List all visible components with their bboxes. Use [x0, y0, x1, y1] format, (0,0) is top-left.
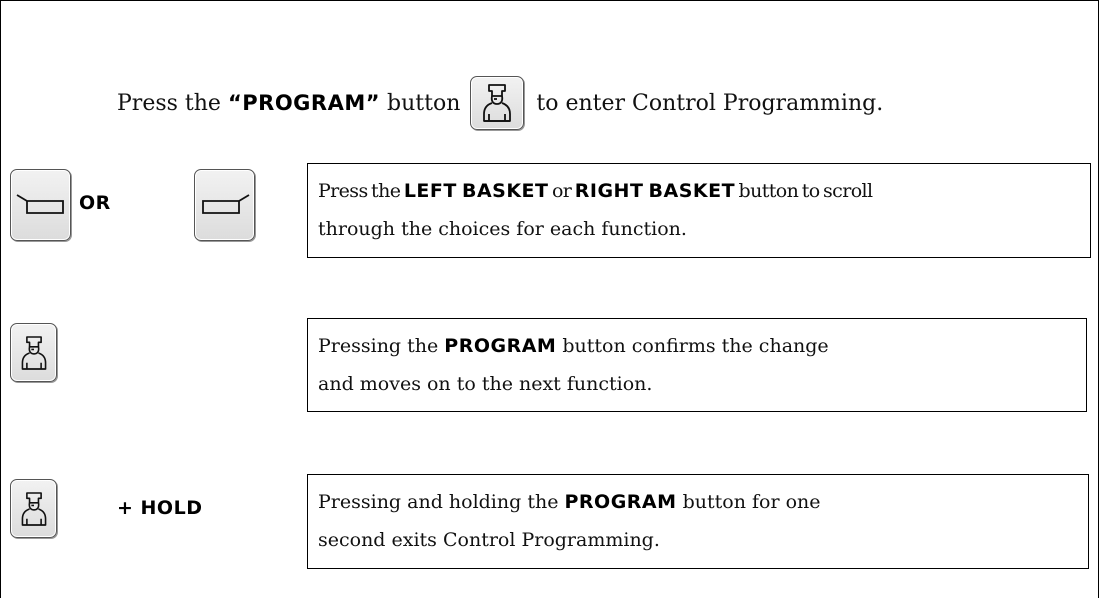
exit-instructions-box: Pressing and holding the PROGRAM button …	[307, 474, 1089, 569]
program-button[interactable]	[470, 76, 525, 130]
right-basket-icon	[201, 194, 249, 214]
intro-program-label: “PROGRAM”	[227, 91, 381, 115]
box3-line2: second exits Control Programming.	[318, 529, 660, 551]
or-label: OR	[79, 192, 111, 214]
box2-line1: Pressing the PROGRAM button confirms the…	[318, 327, 1076, 365]
box1-text-a: Press the	[318, 180, 401, 202]
program-label: PROGRAM	[564, 491, 677, 513]
left-basket-label: LEFT BASKET	[403, 180, 549, 202]
chef-icon	[21, 335, 46, 370]
left-basket-icon	[16, 194, 64, 214]
box2-text-b: button confirms the change	[562, 335, 829, 357]
box3-text-a: Pressing and holding the	[318, 491, 559, 513]
confirm-instructions-box: Pressing the PROGRAM button confirms the…	[307, 318, 1087, 412]
program-button-confirm[interactable]	[10, 323, 57, 382]
intro-instruction: Press the “PROGRAM” button to enter Cont…	[117, 76, 883, 130]
right-basket-label: RIGHT BASKET	[574, 180, 736, 202]
basket-instructions-box: Press the LEFT BASKET or RIGHT BASKET bu…	[307, 163, 1091, 258]
chef-icon	[21, 491, 46, 526]
left-basket-button[interactable]	[10, 169, 71, 241]
box1-text-c: button to scroll	[738, 180, 874, 202]
box2-line2: and moves on to the next function.	[318, 373, 653, 395]
intro-text-before: Press the	[117, 90, 221, 116]
chef-icon	[483, 84, 512, 122]
box1-text-b: or	[551, 180, 572, 202]
program-button-hold[interactable]	[10, 479, 57, 538]
intro-text-mid: button	[387, 90, 461, 116]
box3-line1: Pressing and holding the PROGRAM button …	[318, 483, 1078, 521]
hold-label: + HOLD	[117, 497, 203, 519]
box3-text-b: button for one	[682, 491, 821, 513]
program-label: PROGRAM	[444, 335, 557, 357]
box2-text-a: Pressing the	[318, 335, 439, 357]
intro-text-after: to enter Control Programming.	[536, 90, 884, 116]
box1-line1: Press the LEFT BASKET or RIGHT BASKET bu…	[318, 172, 1080, 210]
right-basket-button[interactable]	[194, 169, 255, 241]
box1-line2: through the choices for each function.	[318, 218, 687, 240]
